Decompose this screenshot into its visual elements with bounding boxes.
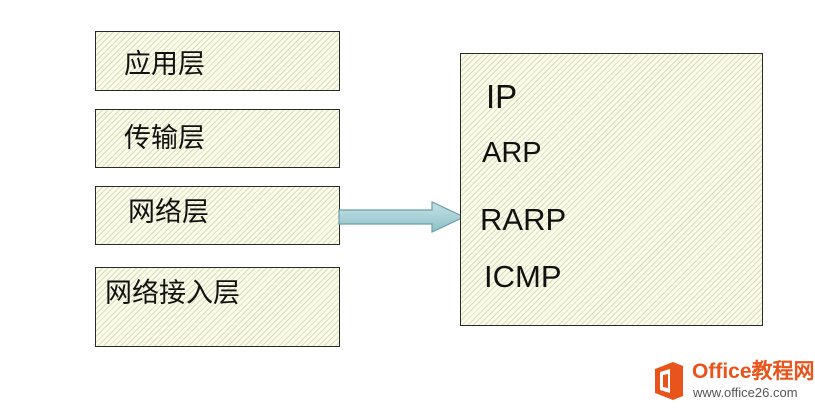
layer-box-network: 网络层	[95, 186, 340, 245]
layer-label-application: 应用层	[124, 49, 205, 80]
watermark: Office教程网 www.office26.com	[651, 359, 815, 405]
protocol-ip: IP	[486, 78, 518, 115]
protocol-rarp: RARP	[480, 202, 567, 237]
office-logo-icon	[655, 362, 683, 400]
watermark-brand: Office教程网	[692, 360, 815, 383]
layer-label-network-access: 网络接入层	[105, 278, 240, 309]
layer-box-transport: 传输层	[95, 109, 340, 168]
protocol-box: IP ARP RARP ICMP	[460, 53, 763, 326]
protocol-icmp: ICMP	[484, 259, 562, 294]
watermark-url: www.office26.com	[693, 385, 798, 400]
layer-label-network: 网络层	[128, 197, 209, 228]
layer-box-network-access: 网络接入层	[95, 267, 340, 347]
protocol-arp: ARP	[482, 137, 542, 169]
layer-box-application: 应用层	[95, 31, 340, 91]
layer-label-transport: 传输层	[124, 123, 205, 154]
arrow-right-icon	[338, 201, 466, 233]
